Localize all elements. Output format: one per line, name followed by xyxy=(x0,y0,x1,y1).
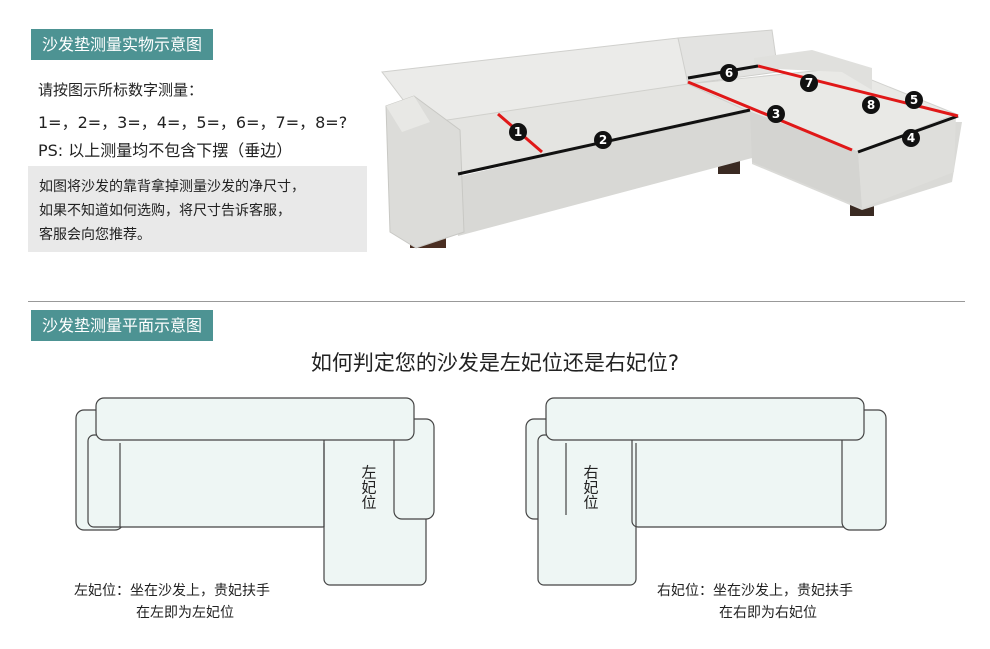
sofa-seat-front xyxy=(452,108,752,236)
marker-2 xyxy=(594,131,612,149)
chaise-side xyxy=(858,114,956,208)
left-caption: 左妃位：坐在沙发上，贵妃扶手 在左即为左妃位 xyxy=(74,580,270,624)
marker-1-label: 1 xyxy=(514,125,522,139)
marker-8-label: 8 xyxy=(867,98,875,112)
marker-6 xyxy=(720,64,738,82)
seat xyxy=(631,434,873,528)
marker-1 xyxy=(509,123,527,141)
section-title-plan: 沙发垫测量平面示意图 xyxy=(31,310,214,341)
right-chaise-diagram: 右妃位 xyxy=(525,397,887,586)
marker-5 xyxy=(905,91,923,109)
marker-3-label: 3 xyxy=(772,107,780,121)
right-caption-line: 右妃位：坐在沙发上，贵妃扶手 xyxy=(657,583,853,599)
left-chaise-label: 左妃位 xyxy=(360,465,377,510)
chaise-arm xyxy=(754,50,872,90)
marker-5-label: 5 xyxy=(910,93,918,107)
marker-2-label: 2 xyxy=(599,133,607,147)
left-caption-line: 左妃位：坐在沙发上，贵妃扶手 xyxy=(74,583,270,599)
seat xyxy=(87,434,329,528)
measure-instruction: 请按图示所标数字测量： xyxy=(38,81,204,99)
advice-line: 如果不知道如何选购，将尺寸告诉客服， xyxy=(39,203,291,219)
advice-box: 如图将沙发的靠背拿掉测量沙发的净尺寸， 如果不知道如何选购，将尺寸告诉客服， 客… xyxy=(28,166,367,252)
advice-line: 客服会向您推荐。 xyxy=(39,227,151,243)
ps-note: PS: 以上测量均不包含下摆（垂边） xyxy=(38,141,293,160)
right-chaise-label: 右妃位 xyxy=(582,465,599,510)
marker-7-label: 7 xyxy=(805,76,813,90)
right-caption-line: 在右即为右妃位 xyxy=(719,605,817,621)
chaise-seat xyxy=(537,434,637,586)
right-caption: 右妃位：坐在沙发上，贵妃扶手 在右即为右妃位 xyxy=(657,580,853,624)
backrest xyxy=(95,397,415,441)
marker-4 xyxy=(902,129,920,147)
marker-7 xyxy=(800,74,818,92)
chaise-front xyxy=(750,112,862,208)
measure-line-5 xyxy=(757,64,959,118)
backrest xyxy=(545,397,865,441)
left-chaise-diagram: 左妃位 xyxy=(75,397,435,586)
marker-3 xyxy=(767,105,785,123)
section-divider xyxy=(28,301,965,302)
sofa-photo: 1 2 3 4 5 6 7 8 xyxy=(381,29,962,249)
marker-8 xyxy=(862,96,880,114)
left-caption-line: 在左即为左妃位 xyxy=(136,605,234,621)
question-heading: 如何判定您的沙发是左妃位还是右妃位? xyxy=(310,351,680,375)
marker-4-label: 4 xyxy=(907,131,915,145)
sofa-left-arm-top xyxy=(386,96,430,132)
advice-line: 如图将沙发的靠背拿掉测量沙发的净尺寸， xyxy=(39,179,305,195)
section-title-photo: 沙发垫测量实物示意图 xyxy=(31,29,214,60)
measure-fields: 1=，2=，3=，4=，5=，6=，7=，8=? xyxy=(38,113,348,132)
marker-6-label: 6 xyxy=(725,66,733,80)
